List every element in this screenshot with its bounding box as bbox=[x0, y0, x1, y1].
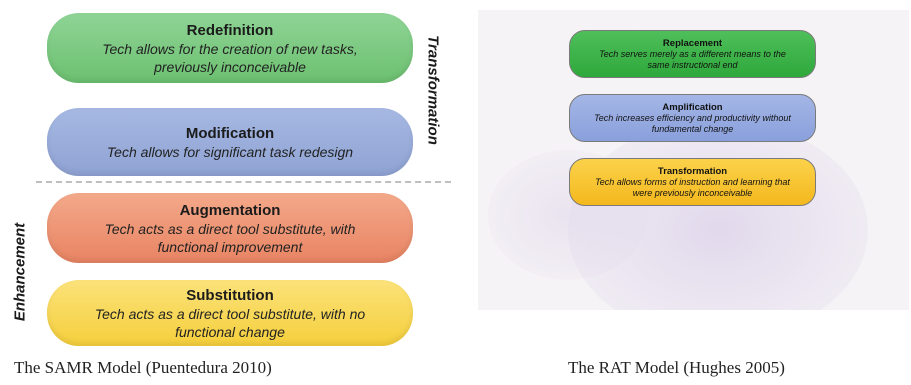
redefinition-desc-line2: previously inconceivable bbox=[154, 58, 306, 75]
augmentation-desc-line1: Tech acts as a direct tool substitute, w… bbox=[104, 220, 356, 237]
amplification-desc-line2: fundamental change bbox=[651, 123, 734, 134]
replacement-title: Replacement bbox=[662, 37, 723, 49]
transformation-enhancement-divider bbox=[36, 181, 451, 183]
modification-desc-line1: Tech allows for significant task redesig… bbox=[106, 143, 354, 160]
samr-diagram: Redefinition Tech allows for the creatio… bbox=[0, 0, 455, 346]
rat-transformation-box: Transformation Tech allows forms of inst… bbox=[569, 158, 816, 206]
augmentation-box: Augmentation Tech acts as a direct tool … bbox=[47, 193, 413, 263]
rat-caption: The RAT Model (Hughes 2005) bbox=[568, 358, 785, 377]
substitution-title: Substitution bbox=[186, 286, 274, 304]
modification-box: Modification Tech allows for significant… bbox=[47, 108, 413, 176]
modification-title: Modification bbox=[185, 124, 275, 142]
augmentation-title: Augmentation bbox=[179, 201, 281, 219]
substitution-desc-line1: Tech acts as a direct tool substitute, w… bbox=[94, 305, 366, 322]
augmentation-desc-line2: functional improvement bbox=[157, 238, 303, 255]
substitution-desc-line2: functional change bbox=[175, 323, 285, 340]
amplification-title: Amplification bbox=[662, 101, 723, 113]
enhancement-label: Enhancement bbox=[11, 222, 29, 322]
amplification-box: Amplification Tech increases efficiency … bbox=[569, 94, 816, 142]
redefinition-box: Redefinition Tech allows for the creatio… bbox=[47, 13, 413, 83]
transformation-label: Transformation bbox=[424, 35, 442, 145]
rat-transformation-desc-line1: Tech allows forms of instruction and lea… bbox=[595, 176, 790, 187]
rat-transformation-desc-line2: were previously inconceivable bbox=[632, 187, 753, 198]
samr-caption: The SAMR Model (Puentedura 2010) bbox=[14, 358, 272, 377]
rat-diagram: Replacement Tech serves merely as a diff… bbox=[478, 10, 909, 310]
substitution-box: Substitution Tech acts as a direct tool … bbox=[47, 280, 413, 346]
amplification-desc-line1: Tech increases efficiency and productivi… bbox=[594, 112, 791, 123]
replacement-box: Replacement Tech serves merely as a diff… bbox=[569, 30, 816, 78]
replacement-desc-line1: Tech serves merely as a different means … bbox=[599, 48, 786, 59]
redefinition-desc-line1: Tech allows for the creation of new task… bbox=[102, 40, 358, 57]
redefinition-title: Redefinition bbox=[186, 21, 274, 39]
background-mascot bbox=[568, 120, 868, 310]
rat-transformation-title: Transformation bbox=[657, 165, 728, 177]
replacement-desc-line2: same instructional end bbox=[647, 59, 738, 70]
